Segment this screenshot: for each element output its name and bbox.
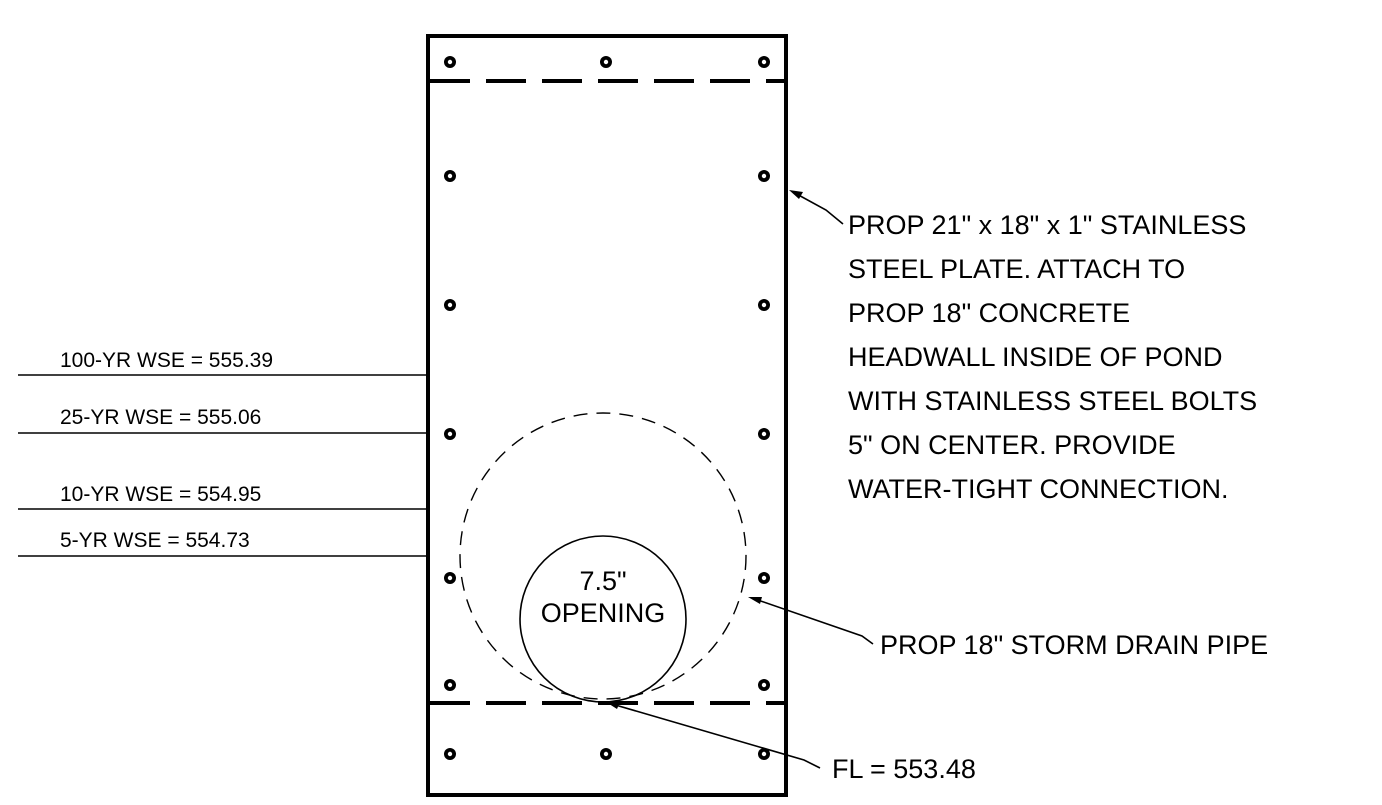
water-level-label: 100-YR WSE = 555.39 (60, 349, 273, 372)
bolt-hole (600, 748, 612, 760)
bolt-hole (758, 56, 770, 68)
plate-note-line: HEADWALL INSIDE OF POND (848, 342, 1223, 372)
bolt-hole (444, 56, 456, 68)
bolt-hole (758, 428, 770, 440)
pipe-note: PROP 18" STORM DRAIN PIPE (880, 630, 1268, 660)
bolt-hole (758, 748, 770, 760)
bolt-hole (444, 748, 456, 760)
bolt-hole (758, 572, 770, 584)
flowline-note-leader (606, 702, 821, 769)
flowline-note: FL = 553.48 (832, 754, 976, 784)
pipe-note-leader (748, 597, 874, 645)
bolt-hole (444, 679, 456, 691)
water-level-100yr: 100-YR WSE = 555.39 (18, 349, 426, 376)
plate-note-line: 5" ON CENTER. PROVIDE (848, 430, 1176, 460)
steel-plate-outline (426, 34, 788, 797)
plate-note-line: PROP 21" x 18" x 1" STAINLESS (848, 210, 1246, 240)
opening-circle (519, 535, 687, 703)
opening-size-label: 7.5" (579, 566, 626, 596)
plate-note-line: PROP 18" CONCRETE (848, 298, 1130, 328)
water-level-10yr: 10-YR WSE = 554.95 (18, 483, 426, 510)
plate-note-leader (789, 190, 844, 225)
bolt-hole (758, 679, 770, 691)
water-level-label: 5-YR WSE = 554.73 (60, 529, 250, 552)
bolt-holes (444, 56, 770, 760)
plate-note: PROP 21" x 18" x 1" STAINLESS STEEL PLAT… (848, 210, 1257, 504)
plate-note-line: WITH STAINLESS STEEL BOLTS (848, 386, 1257, 416)
bolt-hole (600, 56, 612, 68)
water-level-25yr: 25-YR WSE = 555.06 (18, 406, 426, 434)
bolt-hole (444, 170, 456, 182)
water-level-label: 25-YR WSE = 555.06 (60, 406, 261, 429)
water-level-5yr: 5-YR WSE = 554.73 (18, 529, 426, 557)
bolt-hole (758, 170, 770, 182)
bolt-hole (758, 299, 770, 311)
plate-note-line: WATER-TIGHT CONNECTION. (848, 474, 1228, 504)
bolt-hole (444, 428, 456, 440)
plate-note-line: STEEL PLATE. ATTACH TO (848, 254, 1185, 284)
storm-drain-pipe-circle (459, 412, 747, 700)
water-level-label: 10-YR WSE = 554.95 (60, 483, 261, 506)
bolt-hole (444, 572, 456, 584)
opening-text-label: OPENING (541, 598, 666, 628)
bolt-hole (444, 299, 456, 311)
